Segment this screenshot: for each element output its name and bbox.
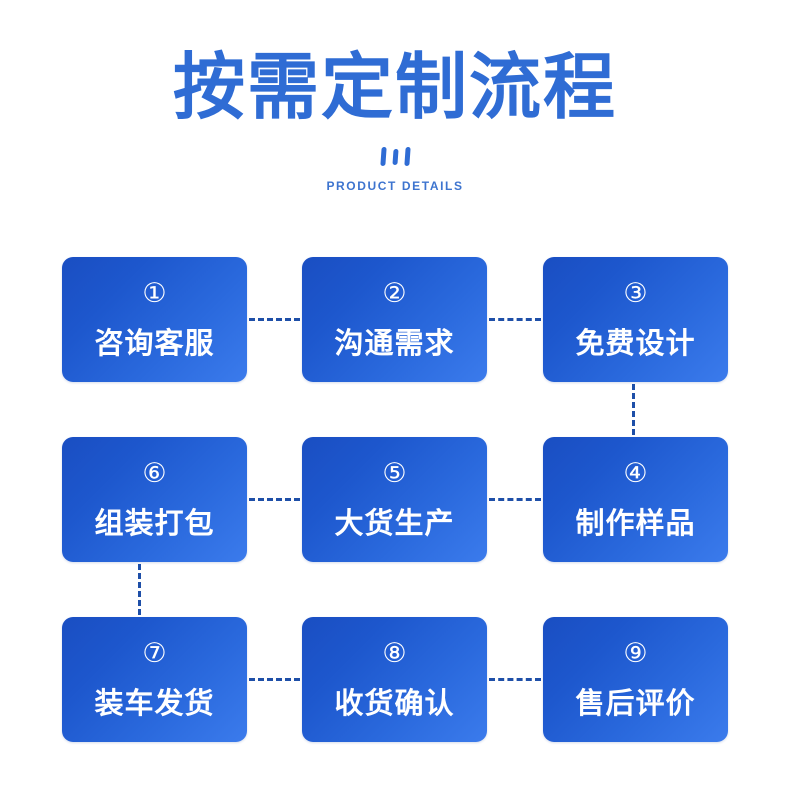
step-label: 装车发货: [94, 688, 215, 720]
step-label: 咨询客服: [94, 328, 215, 360]
step-number-badge: ④: [623, 458, 648, 489]
connector-step-3-to-4: [632, 384, 635, 435]
step-label: 大货生产: [334, 508, 455, 540]
flow-step-card-4[interactable]: ④ 制作样品: [543, 437, 728, 562]
connector-step-1-to-2: [249, 318, 300, 321]
step-number-badge: ⑨: [623, 638, 648, 669]
step-number-badge: ⑤: [382, 458, 407, 489]
connector-step-4-to-5: [489, 498, 541, 501]
step-label: 免费设计: [575, 328, 696, 360]
connector-step-7-to-8: [249, 678, 300, 681]
step-number-badge: ⑦: [142, 638, 167, 669]
connector-step-6-to-7: [138, 564, 141, 615]
flow-step-card-6[interactable]: ⑥ 组装打包: [62, 437, 247, 562]
step-label: 制作样品: [575, 508, 696, 540]
connector-step-2-to-3: [489, 318, 541, 321]
step-label: 售后评价: [575, 688, 696, 720]
step-number-badge: ⑧: [382, 638, 407, 669]
flow-step-card-2[interactable]: ② 沟通需求: [302, 257, 487, 382]
step-number-badge: ⑥: [142, 458, 167, 489]
flow-step-card-3[interactable]: ③ 免费设计: [543, 257, 728, 382]
flow-step-card-8[interactable]: ⑧ 收货确认: [302, 617, 487, 742]
flow-step-card-7[interactable]: ⑦ 装车发货: [62, 617, 247, 742]
step-label: 组装打包: [94, 508, 215, 540]
connector-step-8-to-9: [489, 678, 541, 681]
connector-step-5-to-6: [249, 498, 300, 501]
step-label: 收货确认: [334, 688, 455, 720]
flow-step-card-1[interactable]: ① 咨询客服: [62, 257, 247, 382]
flow-step-card-9[interactable]: ⑨ 售后评价: [543, 617, 728, 742]
page-title: 按需定制流程: [172, 48, 617, 128]
step-label: 沟通需求: [334, 328, 455, 360]
flow-step-card-5[interactable]: ⑤ 大货生产: [302, 437, 487, 562]
page-subtitle: PRODUCT DETAILS: [326, 179, 464, 193]
step-number-badge: ①: [142, 278, 167, 309]
step-number-badge: ③: [623, 278, 648, 309]
step-number-badge: ②: [382, 278, 407, 309]
